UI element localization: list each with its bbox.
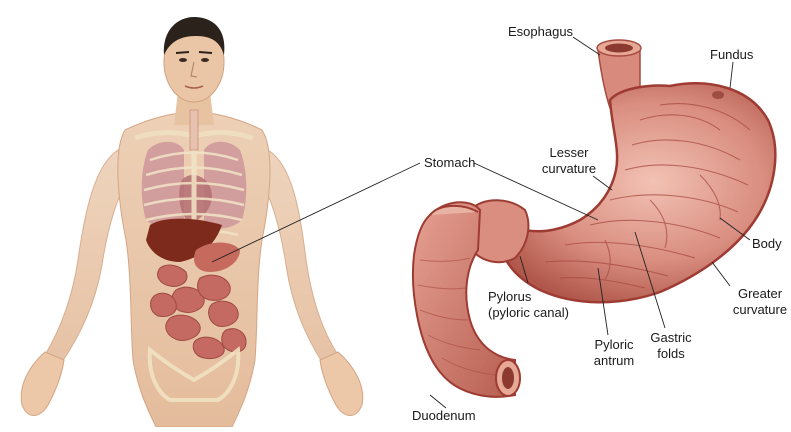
left-eye xyxy=(179,58,187,62)
label-esophagus: Esophagus xyxy=(508,24,573,39)
label-greater-curvature-2: curvature xyxy=(728,302,791,317)
left-arm xyxy=(45,150,128,362)
leader-greater xyxy=(712,262,730,286)
label-duodenum: Duodenum xyxy=(412,408,476,423)
right-eye xyxy=(201,58,209,62)
label-lesser-curvature-1: Lesser xyxy=(536,145,602,160)
label-lesser-curvature-2: curvature xyxy=(536,161,602,176)
left-hand xyxy=(21,352,64,416)
label-pylorus-2: (pyloric canal) xyxy=(488,305,569,320)
label-greater-curvature-1: Greater xyxy=(728,286,791,301)
leader-lesser xyxy=(593,176,612,190)
label-gastric-folds-2: folds xyxy=(646,346,696,361)
label-fundus: Fundus xyxy=(710,47,753,62)
label-stomach: Stomach xyxy=(424,155,475,170)
leader-duodenum xyxy=(430,395,446,408)
label-gastric-folds-1: Gastric xyxy=(646,330,696,345)
leader-esophagus xyxy=(573,37,600,55)
trachea xyxy=(190,110,198,150)
label-pylorus-1: Pylorus xyxy=(488,289,531,304)
right-arm xyxy=(260,150,338,362)
label-body: Body xyxy=(752,236,782,251)
label-pyloric-antrum-1: Pyloric xyxy=(588,337,640,352)
human-figure xyxy=(21,17,363,427)
leader-fundus xyxy=(730,62,733,88)
right-hand xyxy=(320,352,363,416)
label-pyloric-antrum-2: antrum xyxy=(588,353,640,368)
